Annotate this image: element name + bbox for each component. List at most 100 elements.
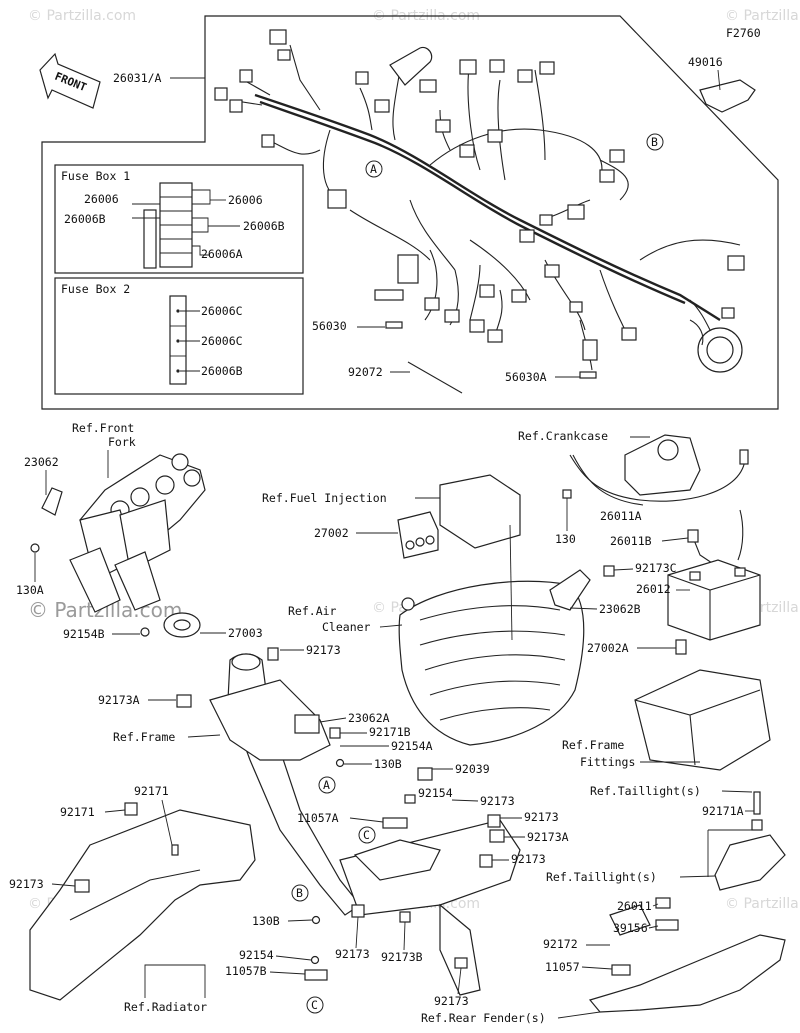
- part-label: 92154: [418, 786, 453, 800]
- part-label: 92039: [455, 762, 490, 776]
- part-label: 92173A: [527, 830, 569, 844]
- fuse-label: 26006B: [201, 364, 243, 378]
- fuse-box-2-title: Fuse Box 2: [61, 282, 130, 296]
- fuse-box-2: Fuse Box 2 26006C 26006C 26006B: [54, 277, 304, 395]
- battery-case: [634, 669, 771, 771]
- taillight: [714, 834, 786, 891]
- part-label: 11057A: [297, 811, 339, 825]
- callout-label: B: [651, 135, 658, 149]
- ecu: [397, 474, 521, 559]
- callout-b: [646, 133, 664, 151]
- fuse-label: 26006A: [201, 247, 243, 261]
- part-label: 27002A: [587, 641, 629, 655]
- part-label: 92173: [511, 852, 546, 866]
- ref-label: Fork: [108, 435, 136, 449]
- part-label: 26011A: [600, 509, 642, 523]
- part-label: 92171B: [369, 725, 411, 739]
- callout-label: C: [363, 828, 370, 842]
- ref-label: Ref.Frame: [113, 730, 175, 744]
- part-label: 92173: [434, 994, 469, 1008]
- callout-c: [306, 996, 324, 1014]
- fuse-label: 26006: [228, 193, 263, 207]
- part-label: 23062B: [599, 602, 641, 616]
- part-label: 49016: [688, 55, 723, 69]
- fuse-box-1: Fuse Box 1 26006 26006 26006B 26006B 260…: [54, 164, 304, 274]
- part-label: 92171: [60, 805, 95, 819]
- callout-b: [291, 884, 309, 902]
- front-fork: [69, 453, 206, 613]
- callout-a: [365, 160, 383, 178]
- harness-panel-outline: [41, 15, 779, 410]
- fuse-label: 26006B: [64, 212, 106, 226]
- fuse-box-1-title: Fuse Box 1: [61, 169, 130, 183]
- watermark: © Partzilla.com: [725, 896, 800, 912]
- part-label: 23062A: [348, 711, 390, 725]
- part-label: 92154A: [391, 739, 433, 753]
- part-label: 92172: [543, 937, 578, 951]
- watermark: © Partzilla.com: [28, 8, 136, 24]
- part-label: 130B: [252, 914, 280, 928]
- ref-label: Ref.Taillight(s): [590, 784, 701, 798]
- ref-label: Ref.Front: [72, 421, 134, 435]
- front-arrow: FRONT: [39, 52, 101, 109]
- part-label: 27002: [314, 526, 349, 540]
- bracket: [699, 79, 756, 113]
- rear-fender: [588, 897, 786, 1013]
- part-label: 27003: [228, 626, 263, 640]
- part-label: 130A: [16, 583, 44, 597]
- starter-motor: [562, 434, 749, 566]
- part-label: 92173B: [381, 950, 423, 964]
- harness-panel: F2760 FRONT Fuse Box 1 26006: [39, 15, 779, 410]
- ref-label: Cleaner: [322, 620, 371, 634]
- part-label: 39156: [613, 921, 648, 935]
- ref-label: Ref.Radiator: [124, 1000, 207, 1014]
- fuse-label: 26006C: [201, 334, 243, 348]
- part-label: 130B: [374, 757, 402, 771]
- part-label: 92171A: [702, 804, 744, 818]
- part-label: 11057B: [225, 964, 267, 978]
- part-label: 92173: [335, 947, 370, 961]
- ref-label: Ref.Air: [288, 604, 337, 618]
- part-label: 92154: [239, 948, 274, 962]
- part-label: 23062: [24, 455, 59, 469]
- part-label: 92171: [134, 784, 169, 798]
- part-label: 56030: [312, 319, 347, 333]
- callout-label: B: [296, 886, 303, 900]
- fuse-label: 26006B: [243, 219, 285, 233]
- battery: [603, 559, 761, 655]
- radiator-cover: [29, 802, 256, 1001]
- part-label: 11057: [545, 960, 580, 974]
- fuse-label: 26006C: [201, 304, 243, 318]
- part-label: 26011: [617, 899, 652, 913]
- connector: [327, 189, 347, 209]
- ref-label: Ref.Rear Fender(s): [421, 1011, 546, 1025]
- frame: [209, 653, 521, 996]
- part-label: 130: [555, 532, 576, 546]
- figure-id: F2760: [726, 26, 761, 40]
- ecu-connector: [397, 254, 419, 284]
- lower-assembly: A B C C 23062 130A 92154B 27003 27002 92…: [9, 421, 786, 1025]
- watermark: © Partzilla.com: [725, 8, 800, 24]
- ref-label: Ref.Fuel Injection: [262, 491, 387, 505]
- callout-label: A: [370, 162, 377, 176]
- callout-label: A: [323, 778, 330, 792]
- callout-label: C: [311, 998, 318, 1012]
- part-label: 92072: [348, 365, 383, 379]
- part-label: 26031/A: [113, 71, 162, 85]
- fuse-label: 26006: [84, 192, 119, 206]
- part-label: 92173C: [635, 561, 677, 575]
- ref-label: Ref.Frame: [562, 738, 624, 752]
- part-label: 92173: [9, 877, 44, 891]
- part-label: 92173: [306, 643, 341, 657]
- part-label: 26011B: [610, 534, 652, 548]
- part-label: 92173: [480, 794, 515, 808]
- air-cleaner: [398, 580, 585, 746]
- part-label: 56030A: [505, 370, 547, 384]
- callout-a: [318, 776, 336, 794]
- ref-label: Ref.Crankcase: [518, 429, 608, 443]
- part-label: 26012: [636, 582, 671, 596]
- ref-label: Fittings: [580, 755, 635, 769]
- ref-label: Ref.Taillight(s): [546, 870, 657, 884]
- main-wiring-harness: [214, 29, 745, 373]
